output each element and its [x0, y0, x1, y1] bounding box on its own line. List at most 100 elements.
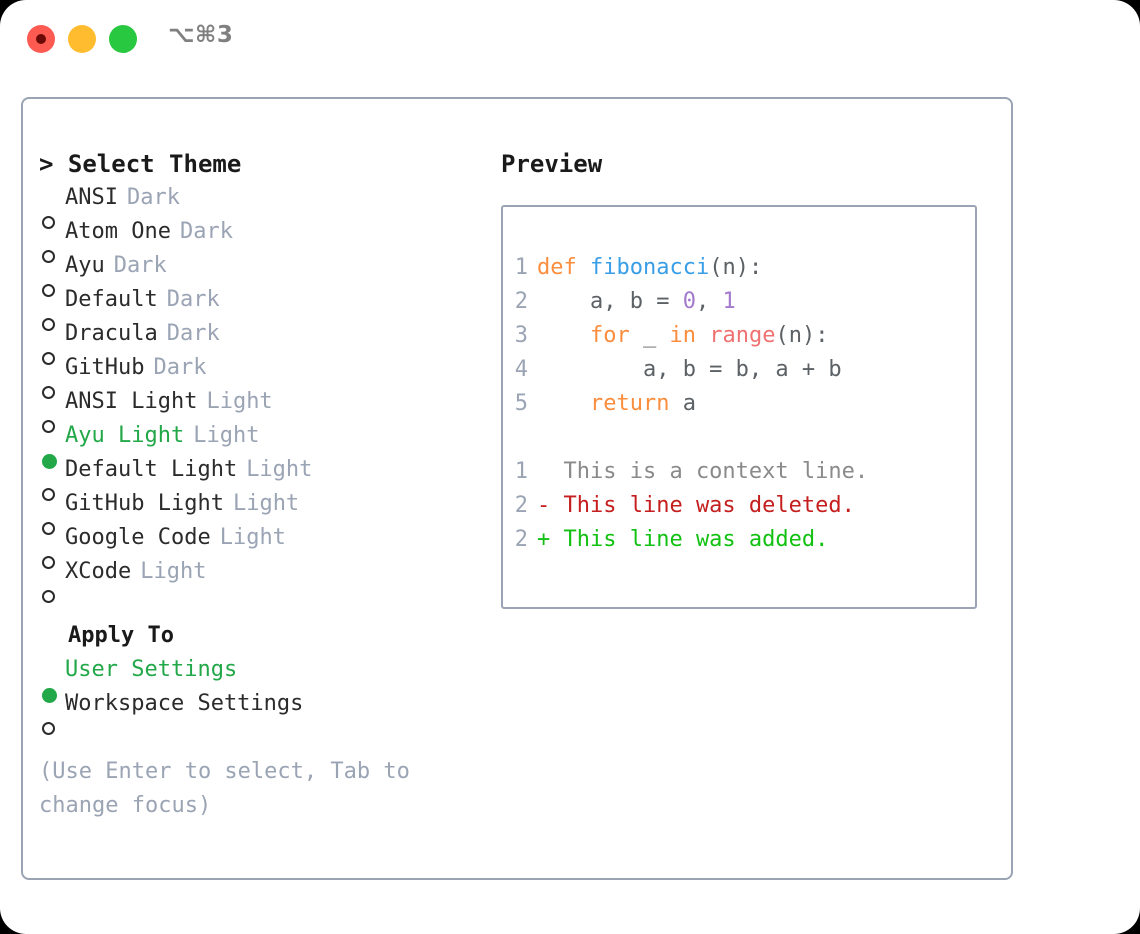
code-line-text: for _ in range(n):	[537, 319, 828, 353]
radio-glyph	[42, 216, 55, 229]
code-token-function: fibonacci	[590, 255, 710, 280]
theme-variant-tag: Light	[246, 457, 313, 482]
diff-line-text: - This line was deleted.	[537, 493, 855, 518]
code-token-number: 0	[682, 289, 696, 314]
code-line-number: 1	[514, 255, 528, 280]
diff-line-number: 1	[514, 459, 528, 484]
theme-option-label: GitHub	[65, 355, 145, 380]
code-token-plain: (n):	[775, 323, 829, 348]
theme-option-label: XCode	[65, 559, 132, 584]
radio-glyph	[42, 284, 55, 297]
theme-variant-tag: Dark	[153, 355, 207, 380]
code-line: 5 return a	[503, 387, 975, 421]
theme-option[interactable]: Default Light Light	[39, 453, 479, 501]
code-token-plain	[696, 323, 709, 348]
theme-option[interactable]: GitHub Dark	[39, 351, 479, 399]
theme-option[interactable]: Default Dark	[39, 283, 479, 331]
theme-option[interactable]: XCode Light	[39, 555, 479, 603]
select-theme-heading: > Select Theme	[39, 147, 479, 181]
code-line-text: a, b = 0, 1	[537, 285, 736, 319]
code-token-plain: a, b = b, a + b	[537, 357, 842, 382]
code-line: 1 def fibonacci(n):	[503, 251, 975, 285]
code-token-plain: ,	[695, 289, 723, 314]
window-controls	[27, 25, 137, 53]
prompt-caret-icon: >	[39, 150, 68, 178]
diff-line-text: This is a context line.	[537, 459, 869, 484]
diff-line-deleted: 2- This line was deleted.	[503, 489, 975, 523]
theme-option[interactable]: Atom One Dark	[39, 215, 479, 263]
theme-variant-tag: Light	[206, 389, 273, 414]
maximize-button[interactable]	[109, 25, 137, 53]
code-line: 4 a, b = b, a + b	[503, 353, 975, 387]
theme-option[interactable]: GitHub Light Light	[39, 487, 479, 535]
code-line-text: def fibonacci(n):	[537, 251, 762, 285]
code-token-plain: (n):	[709, 255, 763, 280]
code-line-number: 3	[514, 323, 528, 348]
theme-option-label: Default	[65, 287, 158, 312]
theme-option-label: Dracula	[65, 321, 158, 346]
theme-variant-tag: Dark	[166, 287, 220, 312]
theme-option-label: Atom One	[65, 219, 171, 244]
theme-variant-tag: Dark	[179, 219, 233, 244]
theme-option-label: Default Light	[65, 457, 238, 482]
code-token-keyword: def	[537, 255, 577, 280]
theme-variant-tag: Light	[193, 423, 260, 448]
theme-option[interactable]: Google Code Light	[39, 521, 479, 569]
theme-option-label: ANSI	[65, 185, 118, 210]
diff-line-context: 1 This is a context line.	[503, 455, 975, 489]
code-line: 2 a, b = 0, 1	[503, 285, 975, 319]
diff-line-number: 2	[514, 527, 528, 552]
theme-option[interactable]: ANSI Dark	[39, 181, 479, 229]
code-line-number: 4	[514, 357, 528, 382]
theme-option-label: Ayu	[65, 253, 105, 278]
theme-variant-tag: Light	[232, 491, 300, 516]
theme-option-label: GitHub Light	[65, 491, 224, 516]
apply-to-option-label: Workspace Settings	[65, 691, 304, 716]
diff-sample: 1 This is a context line.2- This line wa…	[503, 455, 975, 557]
code-token-keyword: return	[589, 391, 670, 416]
radio-glyph	[42, 250, 55, 263]
apply-to-heading: Apply To	[68, 623, 174, 648]
code-token-plain	[537, 391, 590, 416]
apply-to-option[interactable]: User Settings	[39, 653, 479, 703]
code-line-number: 5	[514, 391, 528, 416]
radio-glyph	[42, 352, 55, 365]
code-token-plain: a, b =	[537, 289, 683, 314]
theme-option-label: Ayu Light	[65, 423, 185, 448]
apply-to-option[interactable]: Workspace Settings	[39, 687, 479, 735]
code-diff-spacer	[503, 421, 975, 455]
radio-glyph	[42, 688, 57, 703]
code-line-text: return a	[537, 387, 696, 421]
radio-glyph	[42, 454, 57, 469]
keyboard-shortcut-label: ⌥⌘3	[168, 22, 234, 48]
theme-option-label: Google Code	[65, 525, 211, 550]
code-line-text: a, b = b, a + b	[537, 353, 842, 387]
code-token-number: 1	[722, 289, 736, 314]
radio-glyph	[42, 522, 55, 535]
close-button[interactable]	[27, 25, 55, 53]
radio-glyph	[42, 488, 55, 501]
theme-variant-tag: Light	[140, 559, 207, 584]
theme-option[interactable]: Ayu Light Light	[39, 419, 479, 469]
theme-option-label: ANSI Light	[65, 389, 198, 414]
keyboard-hint-text: (Use Enter to select, Tab to change focu…	[39, 759, 410, 818]
radio-glyph	[42, 722, 55, 735]
theme-variant-tag: Light	[219, 525, 286, 550]
theme-option[interactable]: ANSI Light Light	[39, 385, 479, 433]
radio-glyph	[42, 556, 55, 569]
theme-variant-tag: Dark	[166, 321, 220, 346]
theme-variant-tag: Dark	[126, 185, 180, 210]
minimize-button[interactable]	[68, 25, 96, 53]
theme-option[interactable]: Dracula Dark	[39, 317, 479, 365]
apply-to-option-label: User Settings	[65, 657, 238, 682]
code-line-number: 2	[514, 289, 528, 314]
radio-glyph	[42, 318, 55, 331]
